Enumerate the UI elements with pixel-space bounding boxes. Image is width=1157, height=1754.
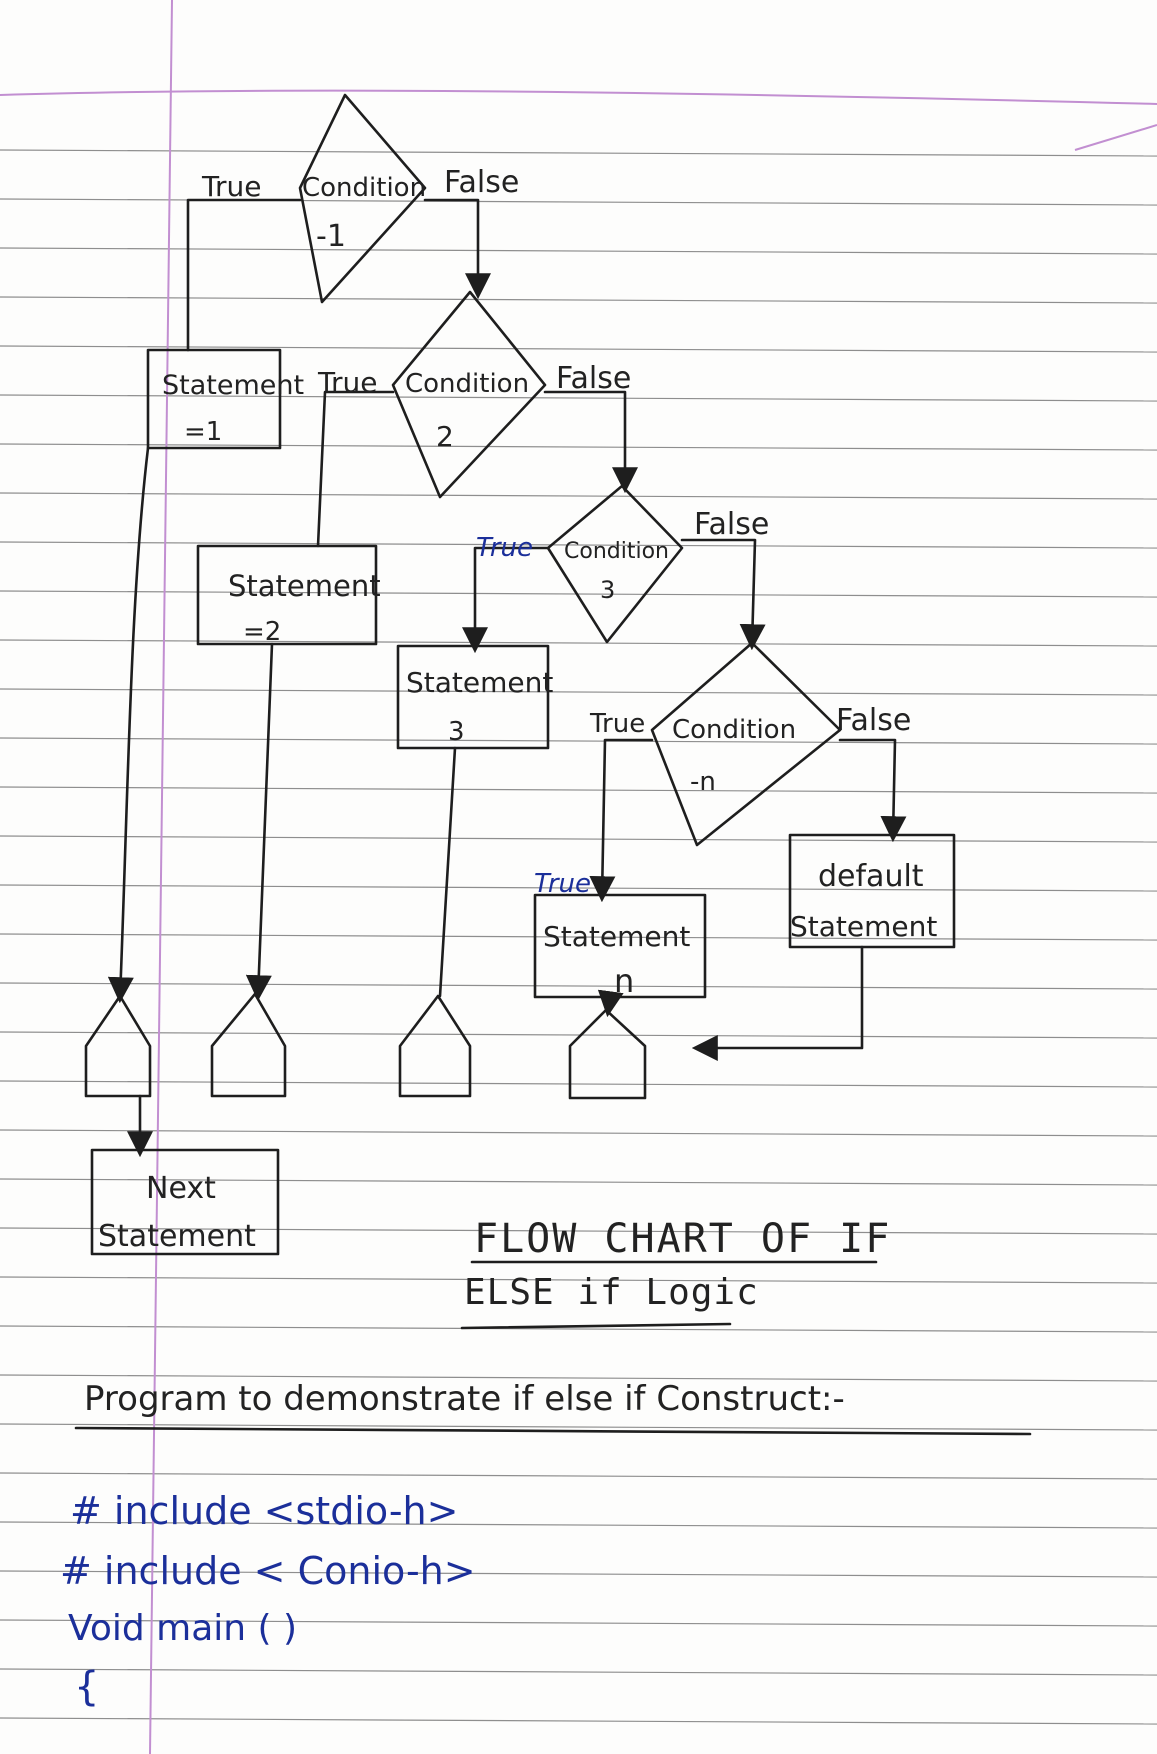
condition-3-diamond — [546, 484, 684, 644]
condition-3-number: 3 — [600, 576, 615, 604]
connector-2 — [210, 992, 287, 1098]
right-corner-mark — [1074, 124, 1157, 151]
condition-2-true-label: True — [317, 366, 377, 399]
ruled-line — [0, 982, 1157, 990]
ruled-line — [0, 835, 1157, 843]
program-title-underline — [74, 1426, 1032, 1436]
condition-n-number: -n — [690, 767, 716, 797]
ruled-line — [0, 1227, 1157, 1235]
next-label: Next — [146, 1171, 216, 1206]
next-statement-box — [90, 1148, 280, 1256]
connector-1 — [84, 994, 152, 1098]
condition-n-label: Condition — [672, 715, 796, 745]
code-line-4: { — [74, 1664, 99, 1710]
statement-1-number: =1 — [184, 417, 222, 447]
statement-n-number: n — [614, 962, 634, 1000]
ruled-line — [0, 1178, 1157, 1186]
ruled-line — [0, 1080, 1157, 1088]
statement-3-number: 3 — [448, 717, 465, 747]
ruled-line — [0, 198, 1157, 206]
program-title: Program to demonstrate if else if Constr… — [84, 1379, 845, 1419]
default-statement-box — [788, 833, 956, 949]
ruled-line — [0, 394, 1157, 402]
condition-2-diamond — [391, 290, 547, 499]
condition-n-false-label: False — [836, 703, 911, 738]
ruled-line — [0, 933, 1157, 941]
condition-3-label: Condition — [564, 539, 669, 564]
ruled-line — [0, 688, 1157, 696]
ruled-line — [0, 1472, 1157, 1480]
next-statement-label: Statement — [98, 1219, 256, 1254]
ruled-line — [0, 1717, 1157, 1725]
ruled-line — [0, 149, 1157, 157]
condition-2-false-label: False — [556, 361, 631, 396]
connector-3 — [398, 994, 472, 1098]
top-margin-line — [0, 89, 1157, 105]
condition-1-label: Condition — [302, 173, 426, 203]
ruled-lines — [0, 149, 1157, 1725]
ruled-line — [0, 590, 1157, 598]
condition-1-true-label: True — [201, 170, 261, 203]
ruled-line — [0, 443, 1157, 451]
statement-2-label: Statement — [228, 569, 381, 603]
heading-line-1: FLOW CHART OF IF — [474, 1216, 891, 1262]
ruled-line — [0, 1129, 1157, 1137]
ruled-line — [0, 737, 1157, 745]
heading-line-2: ELSE if Logic — [464, 1272, 759, 1313]
heading-underline-2 — [460, 1322, 732, 1330]
ruled-line — [0, 345, 1157, 353]
ruled-line — [0, 884, 1157, 892]
ruled-line — [0, 1570, 1157, 1578]
condition-3-true-label: True — [476, 533, 533, 563]
default-label: default — [818, 859, 924, 894]
condition-n-true-note: True — [534, 869, 591, 899]
condition-3-false-label: False — [694, 507, 769, 542]
statement-1-label: Statement — [162, 370, 304, 401]
statement-3-label: Statement — [406, 666, 553, 699]
statement-n-label: Statement — [543, 920, 690, 953]
ruled-line — [0, 1374, 1157, 1382]
ruled-line — [0, 247, 1157, 255]
statement-2-number: =2 — [243, 617, 281, 647]
ruled-line — [0, 1325, 1157, 1333]
default-statement-label: Statement — [790, 910, 937, 943]
condition-1-false-label: False — [444, 165, 519, 200]
ruled-line — [0, 786, 1157, 794]
code-line-2: # include < Conio-h> — [60, 1549, 476, 1593]
condition-1-number: -1 — [316, 219, 346, 254]
ruled-line — [0, 1031, 1157, 1039]
code-line-3: Void main ( ) — [68, 1608, 297, 1649]
condition-n-diamond — [650, 641, 842, 847]
ruled-line — [0, 1619, 1157, 1627]
ruled-line — [0, 1521, 1157, 1529]
condition-n-true-label: True — [589, 709, 645, 739]
ruled-line — [0, 296, 1157, 304]
ruled-line — [0, 1276, 1157, 1284]
left-margin-line — [149, 0, 173, 1754]
condition-2-label: Condition — [405, 369, 529, 399]
condition-1-diamond — [298, 93, 427, 304]
ruled-line — [0, 639, 1157, 647]
ruled-line — [0, 492, 1157, 500]
flow-lines — [107, 198, 907, 1158]
ruled-line — [0, 1423, 1157, 1431]
condition-2-number: 2 — [436, 420, 454, 453]
statement-2-box — [196, 544, 378, 646]
ruled-line — [0, 1668, 1157, 1676]
statement-1-box — [146, 348, 282, 450]
code-line-1: # include <stdio-h> — [70, 1489, 458, 1533]
ruled-line — [0, 541, 1157, 549]
